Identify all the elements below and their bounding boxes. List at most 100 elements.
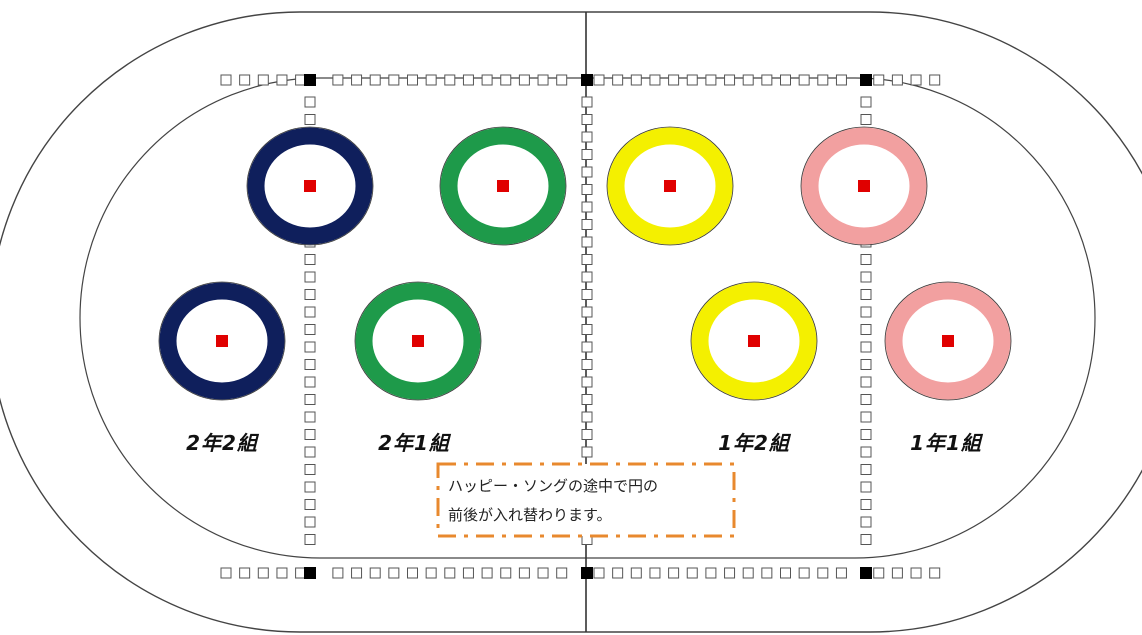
position-square xyxy=(581,131,593,143)
position-square xyxy=(630,74,642,86)
position-square xyxy=(860,271,872,283)
position-square xyxy=(860,376,872,388)
position-square xyxy=(860,306,872,318)
ring-outline-4 xyxy=(354,281,482,401)
position-square xyxy=(581,271,593,283)
position-square xyxy=(304,289,316,300)
note-line-2: 前後が入れ替わります。 xyxy=(448,506,612,524)
position-square xyxy=(860,446,872,458)
position-square xyxy=(351,567,363,579)
position-square xyxy=(581,254,593,265)
position-square xyxy=(581,394,593,405)
position-square xyxy=(612,74,624,86)
ring-outline-5 xyxy=(606,126,734,246)
position-square xyxy=(668,74,680,86)
position-square xyxy=(593,74,605,86)
position-square xyxy=(724,567,736,579)
position-square xyxy=(929,74,941,86)
ring-center-dot xyxy=(748,335,760,347)
position-square xyxy=(581,341,593,353)
position-square xyxy=(798,567,810,579)
ring-outline-2 xyxy=(158,281,286,401)
black-marker xyxy=(860,74,872,86)
position-square xyxy=(304,499,316,510)
position-square xyxy=(518,567,530,579)
position-square xyxy=(444,567,456,579)
position-square xyxy=(581,289,593,300)
position-square xyxy=(581,429,593,440)
position-square xyxy=(891,74,903,86)
position-square xyxy=(581,446,593,458)
position-square xyxy=(388,567,400,579)
position-square xyxy=(304,394,316,405)
position-square xyxy=(860,499,872,510)
ring-outline-6 xyxy=(690,281,818,401)
position-square xyxy=(481,74,493,86)
note-border xyxy=(436,462,736,538)
position-square xyxy=(581,114,593,125)
position-square xyxy=(581,324,593,335)
position-square xyxy=(304,411,316,423)
note-border-rect xyxy=(436,462,736,538)
position-square xyxy=(593,567,605,579)
position-square xyxy=(649,567,661,579)
position-square xyxy=(276,567,288,579)
ring-center-dot xyxy=(858,180,870,192)
label-1-1: 1年1組 xyxy=(910,431,982,455)
position-square xyxy=(891,567,903,579)
inner-track xyxy=(79,77,1096,559)
position-square xyxy=(220,74,232,86)
ring-center-dot xyxy=(497,180,509,192)
ring-outline-1 xyxy=(246,126,374,246)
position-square xyxy=(668,567,680,579)
position-square xyxy=(860,96,872,108)
position-square xyxy=(686,74,698,86)
position-square xyxy=(556,567,568,579)
position-square xyxy=(407,74,418,86)
position-square xyxy=(581,219,593,230)
position-square xyxy=(860,359,872,370)
position-square xyxy=(860,341,872,353)
position-square xyxy=(761,74,773,86)
position-square xyxy=(304,429,316,440)
position-square xyxy=(481,567,493,579)
black-marker xyxy=(581,567,593,579)
position-square xyxy=(304,341,316,353)
position-square xyxy=(705,567,717,579)
position-square xyxy=(860,254,872,265)
black-marker xyxy=(304,567,316,579)
position-square xyxy=(332,567,344,579)
position-square xyxy=(873,74,885,86)
position-square xyxy=(860,289,872,300)
label-2-1: 2年1組 xyxy=(378,431,450,455)
position-square xyxy=(369,74,381,86)
position-square xyxy=(581,96,593,108)
note-line-1: ハッピー・ソングの途中で円の xyxy=(448,477,659,495)
position-square xyxy=(929,567,941,579)
position-square xyxy=(860,481,872,493)
position-square xyxy=(581,306,593,318)
position-square xyxy=(742,74,754,86)
class-rings xyxy=(158,126,1012,401)
ring-outline-8 xyxy=(884,281,1012,401)
position-square xyxy=(304,114,316,125)
position-square xyxy=(407,567,418,579)
position-square xyxy=(369,567,381,579)
position-square xyxy=(518,74,530,86)
position-square xyxy=(910,74,922,86)
ring-center-dot xyxy=(942,335,954,347)
position-square xyxy=(860,114,872,125)
position-square xyxy=(425,74,437,86)
position-square xyxy=(556,74,568,86)
note-box: ハッピー・ソングの途中で円の 前後が入れ替わります。 xyxy=(436,462,736,538)
outer-track xyxy=(0,11,1142,633)
position-square xyxy=(581,359,593,370)
ring-outline-3 xyxy=(439,126,567,246)
position-square xyxy=(462,567,474,579)
black-marker xyxy=(581,74,593,86)
position-square xyxy=(581,184,593,195)
position-square xyxy=(630,567,642,579)
position-square xyxy=(860,324,872,335)
position-square xyxy=(304,481,316,493)
